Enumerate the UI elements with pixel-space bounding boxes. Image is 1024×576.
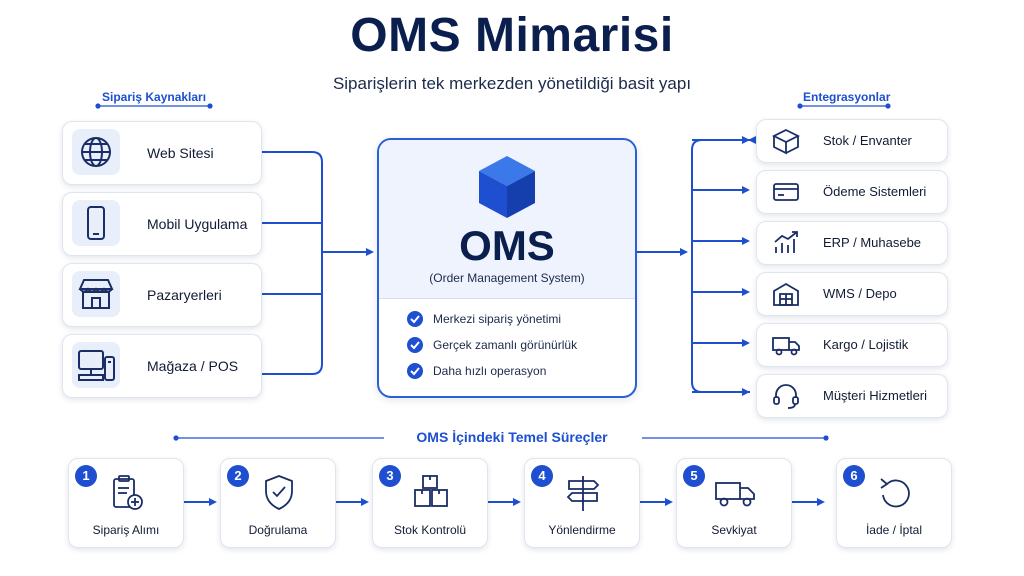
step-label: Sevkiyat xyxy=(711,523,757,537)
process-step-4: 4 Yönlendirme xyxy=(524,458,640,548)
step-label: Stok Kontrolü xyxy=(393,523,467,537)
source-card-mobile: Mobil Uygulama xyxy=(62,192,262,256)
source-card-marketplace: Pazaryerleri xyxy=(62,263,262,327)
check-icon xyxy=(407,363,423,379)
pos-terminal-icon xyxy=(72,342,120,388)
process-step-3: 3 Stok Kontrolü xyxy=(372,458,488,548)
process-step-1: 1 Sipariş Alımı xyxy=(68,458,184,548)
integration-label: Ödeme Sistemleri xyxy=(823,184,927,199)
step-label: Sipariş Alımı xyxy=(92,523,160,537)
growth-chart-icon xyxy=(771,229,801,257)
step-label: Yönlendirme xyxy=(548,523,616,537)
source-card-pos: Mağaza / POS xyxy=(62,334,262,398)
step-number: 2 xyxy=(227,465,249,487)
headset-icon xyxy=(771,382,801,410)
step-number: 3 xyxy=(379,465,401,487)
sources-heading: Sipariş Kaynakları xyxy=(102,90,207,104)
truck-icon xyxy=(713,471,757,515)
integration-label: WMS / Depo xyxy=(823,286,897,301)
step-label: Doğrulama xyxy=(248,523,308,537)
page-title: OMS Mimarisi xyxy=(350,9,674,62)
oms-full-name: (Order Management System) xyxy=(429,271,585,285)
smartphone-icon xyxy=(72,200,120,246)
integration-label: Stok / Envanter xyxy=(823,133,912,148)
source-label: Mobil Uygulama xyxy=(147,216,248,232)
step-number: 1 xyxy=(75,465,97,487)
signpost-icon xyxy=(561,471,605,515)
check-icon xyxy=(407,337,423,353)
processes-heading: OMS İçindeki Temel Süreçler xyxy=(416,429,608,445)
source-label: Web Sitesi xyxy=(147,145,214,161)
process-step-6: 6 İade / İptal xyxy=(836,458,952,548)
globe-icon xyxy=(72,129,120,175)
process-step-5: 5 Sevkiyat xyxy=(676,458,792,548)
integration-card-wms: WMS / Depo xyxy=(756,272,948,316)
storefront-icon xyxy=(72,271,120,317)
box-icon xyxy=(771,127,801,155)
source-label: Pazaryerleri xyxy=(147,287,222,303)
clipboard-add-icon xyxy=(105,471,149,515)
step-number: 4 xyxy=(531,465,553,487)
feature-text: Daha hızlı operasyon xyxy=(433,364,547,378)
integration-card-support: Müşteri Hizmetleri xyxy=(756,374,948,418)
integration-label: Müşteri Hizmetleri xyxy=(823,388,928,403)
integration-card-payment: Ödeme Sistemleri xyxy=(756,170,948,214)
truck-icon xyxy=(771,331,801,359)
feature-text: Gerçek zamanlı görünürlük xyxy=(433,338,578,352)
source-label: Mağaza / POS xyxy=(147,358,239,374)
integration-label: ERP / Muhasebe xyxy=(823,235,922,250)
oms-core-box: OMS (Order Management System) Merkezi si… xyxy=(377,138,637,398)
return-arrow-icon xyxy=(873,471,917,515)
source-card-web: Web Sitesi xyxy=(62,121,262,185)
cube-icon xyxy=(476,154,538,225)
step-label: İade / İptal xyxy=(865,523,923,537)
integrations-heading: Entegrasyonlar xyxy=(803,90,891,104)
check-icon xyxy=(407,311,423,327)
page-subtitle: Siparişlerin tek merkezden yönetildiği b… xyxy=(332,74,692,93)
process-step-2: 2 Doğrulama xyxy=(220,458,336,548)
stacked-boxes-icon xyxy=(409,471,453,515)
integration-card-stock: Stok / Envanter xyxy=(756,119,948,163)
warehouse-icon xyxy=(771,280,801,308)
credit-card-icon xyxy=(771,178,801,206)
integration-card-erp: ERP / Muhasebe xyxy=(756,221,948,265)
integration-card-cargo: Kargo / Lojistik xyxy=(756,323,948,367)
step-number: 5 xyxy=(683,465,705,487)
shield-check-icon xyxy=(257,471,301,515)
step-number: 6 xyxy=(843,465,865,487)
feature-text: Merkezi sipariş yönetimi xyxy=(433,312,562,326)
oms-name: OMS xyxy=(459,222,555,269)
integration-label: Kargo / Lojistik xyxy=(823,337,909,352)
